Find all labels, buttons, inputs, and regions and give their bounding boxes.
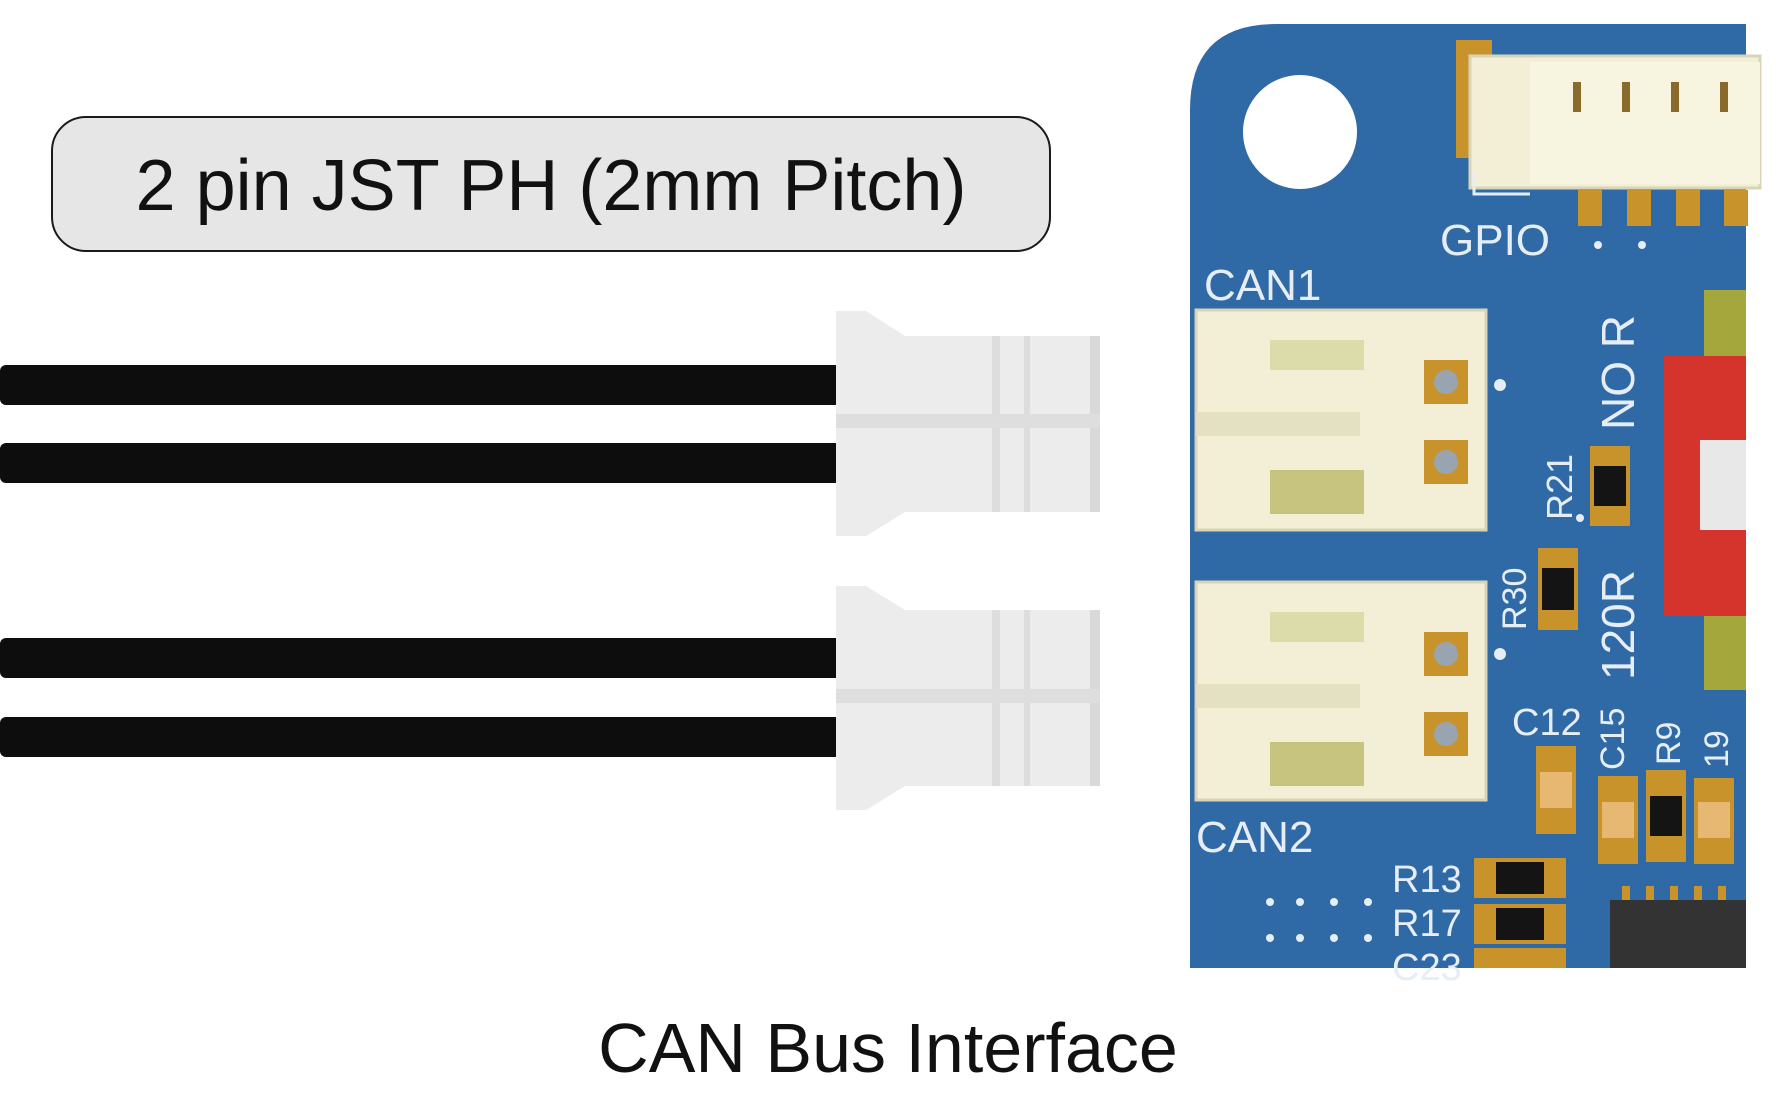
can2-pin xyxy=(1434,642,1458,666)
plug-2-split xyxy=(836,689,1100,703)
jst-plug-1 xyxy=(836,311,1100,536)
via xyxy=(1296,898,1304,906)
can2-silk-label: CAN2 xyxy=(1196,813,1313,862)
cable-assembly-2 xyxy=(0,586,1100,810)
silk-dot xyxy=(1494,379,1506,391)
can1-connector: CAN1 xyxy=(1194,261,1506,532)
c19-silk-label: 19 xyxy=(1698,730,1736,768)
mounting-hole xyxy=(1243,75,1357,189)
via xyxy=(1266,934,1274,942)
ic-pin xyxy=(1670,886,1678,900)
can2-pin xyxy=(1434,722,1458,746)
r9-silk-label: R9 xyxy=(1650,722,1688,765)
c12-center xyxy=(1540,772,1572,808)
resistor-r30: R30 xyxy=(1496,548,1578,630)
gpio-pin xyxy=(1720,82,1728,112)
via xyxy=(1364,898,1372,906)
can1-pin xyxy=(1434,450,1458,474)
resistor-r21: R21 xyxy=(1539,446,1630,526)
can1-latch xyxy=(1270,470,1364,514)
via xyxy=(1330,898,1338,906)
can2-connector: CAN2 xyxy=(1194,580,1506,862)
diagram-caption: CAN Bus Interface xyxy=(598,1009,1178,1087)
label-box xyxy=(51,116,1051,252)
r21-silk-label: R21 xyxy=(1539,454,1580,520)
wire-2a xyxy=(0,638,852,678)
via-grid xyxy=(1266,898,1372,942)
ic-pin xyxy=(1622,886,1630,900)
jst-plug-2 xyxy=(836,586,1100,810)
via xyxy=(1330,934,1338,942)
can2-rail xyxy=(1196,684,1360,708)
can1-pin xyxy=(1434,370,1458,394)
wire-2b xyxy=(0,717,852,757)
component-row: C12 C15 R9 19 xyxy=(1512,702,1736,864)
gpio-pad xyxy=(1578,190,1602,226)
r13-silk-label: R13 xyxy=(1392,859,1462,901)
via xyxy=(1266,898,1274,906)
silk-dot xyxy=(1576,514,1584,522)
ic-pin xyxy=(1694,886,1702,900)
wire-1a xyxy=(0,365,852,405)
c15-center xyxy=(1602,802,1634,838)
wire-1b xyxy=(0,443,852,483)
cable-assembly-1 xyxy=(0,311,1100,536)
can1-key xyxy=(1270,340,1364,370)
r120-silk-label: 120R xyxy=(1592,570,1644,680)
connector-type-label: 2 pin JST PH (2mm Pitch) xyxy=(51,116,1051,252)
label-text: 2 pin JST PH (2mm Pitch) xyxy=(136,146,967,226)
c15-silk-label: C15 xyxy=(1594,708,1632,770)
silk-dot xyxy=(1594,241,1602,249)
gpio-pad xyxy=(1627,190,1651,226)
ic-body xyxy=(1610,900,1746,968)
gpio-pad xyxy=(1676,190,1700,226)
gpio-inner xyxy=(1530,62,1760,184)
via xyxy=(1364,934,1372,942)
gpio-pin xyxy=(1671,82,1679,112)
gpio-pin xyxy=(1573,82,1581,112)
via xyxy=(1296,934,1304,942)
ic-chip xyxy=(1610,886,1746,968)
r17-silk-label: R17 xyxy=(1392,903,1462,945)
plug-1-split xyxy=(836,414,1100,428)
termination-switch: NO R 120R xyxy=(1592,290,1746,690)
resistor-column: R13 R17 C23 xyxy=(1392,858,1566,989)
gpio-outline xyxy=(1472,172,1530,196)
r17-center xyxy=(1496,908,1544,940)
can1-silk-label: CAN1 xyxy=(1204,261,1321,310)
silk-dot xyxy=(1494,648,1506,660)
c12-silk-label: C12 xyxy=(1512,702,1582,744)
silk-dot xyxy=(1638,241,1646,249)
gpio-silk-label: GPIO xyxy=(1440,216,1550,265)
r13-center xyxy=(1496,862,1544,894)
switch-toggle xyxy=(1700,440,1746,530)
pcb-board: GPIO CAN1 CAN2 xyxy=(1190,24,1762,989)
c19-center xyxy=(1698,802,1730,838)
can1-rail xyxy=(1196,412,1360,436)
r30-center xyxy=(1542,568,1574,610)
gpio-pad xyxy=(1724,190,1748,226)
c23-silk-label: C23 xyxy=(1392,947,1462,989)
ic-pin xyxy=(1718,886,1726,900)
ic-pin xyxy=(1646,886,1654,900)
r9-center xyxy=(1650,796,1682,836)
gpio-header: GPIO xyxy=(1440,40,1762,265)
r21-center xyxy=(1594,466,1626,506)
c23-body xyxy=(1474,948,1566,968)
r30-silk-label: R30 xyxy=(1496,568,1534,630)
can2-key xyxy=(1270,612,1364,642)
no-r-silk-label: NO R xyxy=(1592,315,1644,430)
gpio-pin xyxy=(1622,82,1630,112)
can2-latch xyxy=(1270,742,1364,786)
